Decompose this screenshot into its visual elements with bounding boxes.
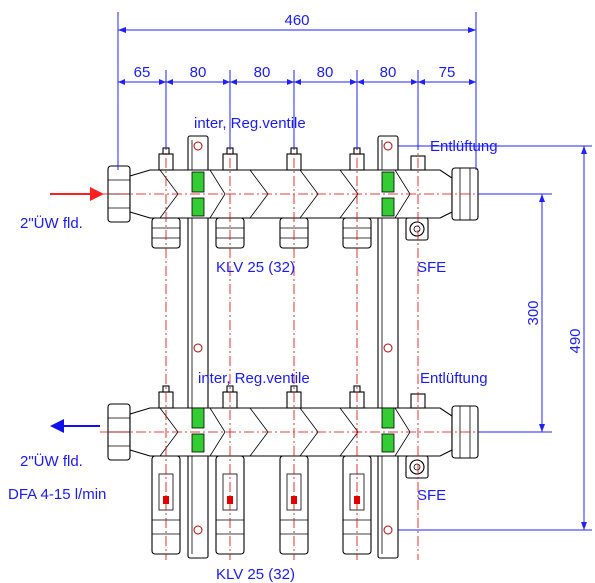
label-supply-valves: inter, Reg.ventile	[194, 115, 306, 132]
inlet-arrow	[50, 187, 104, 201]
label-outlet: 2"ÜW fld.	[20, 452, 83, 470]
label-sfe-top: SFE	[417, 259, 446, 276]
dim-segment-2: 80	[190, 64, 207, 81]
centerlines	[100, 140, 485, 560]
label-flow-meter: DFA 4-15 l/min	[8, 486, 106, 503]
dim-rail-spacing: 300	[525, 300, 542, 325]
klv-markers	[191, 171, 395, 453]
label-klv-bottom: KLV 25 (32)	[216, 566, 295, 583]
dim-segment-3: 80	[254, 64, 271, 81]
dim-segment-5: 80	[380, 64, 397, 81]
right-dimensions: 300 490	[398, 145, 592, 531]
label-vent-bottom: Entlüftung	[420, 370, 488, 387]
label-vent-top: Entlüftung	[430, 138, 498, 155]
label-klv-top: KLV 25 (32)	[216, 259, 295, 276]
top-dimensions: 460 65 80 80 80 80 75	[117, 12, 477, 170]
dim-segment-1: 65	[134, 64, 151, 81]
outlet-arrow	[50, 419, 100, 433]
dim-segment-4: 80	[317, 64, 334, 81]
label-inlet: 2"ÜW fld.	[20, 214, 83, 232]
label-sfe-bottom: SFE	[417, 487, 446, 504]
dim-overall-height: 490	[567, 328, 584, 353]
label-return-valves: inter, Reg.ventile	[198, 370, 310, 387]
dim-overall-width: 460	[284, 12, 309, 29]
dim-segment-6: 75	[439, 64, 456, 81]
